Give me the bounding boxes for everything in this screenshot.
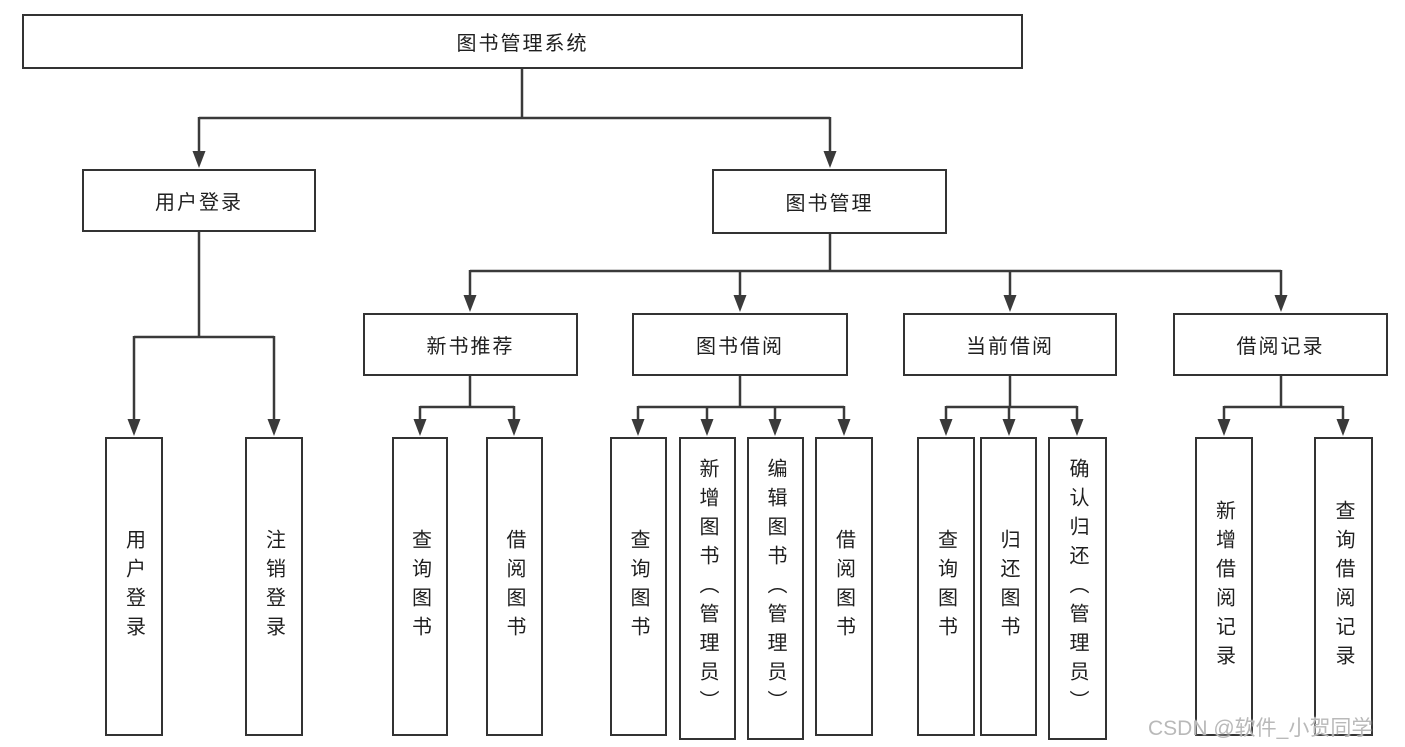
- node-borrowing-records: 借阅记录: [1173, 313, 1388, 376]
- leaf-user-login: 用户登录: [105, 437, 163, 736]
- leaf-add-books-admin: 新增图书（管理员）: [679, 437, 736, 740]
- leaf-add-borrow-record-label: 新增借阅记录: [1212, 499, 1235, 674]
- node-book-management-label: 图书管理: [785, 193, 874, 215]
- csdn-watermark: CSDN @软件_小贺同学: [1148, 717, 1373, 740]
- leaf-current-query-books-label: 查询图书: [934, 528, 957, 645]
- node-root-label: 图书管理系统: [456, 33, 589, 55]
- leaf-current-query-books: 查询图书: [917, 437, 975, 736]
- node-user-login-label: 用户登录: [155, 192, 243, 214]
- node-book-borrowing: 图书借阅: [632, 313, 848, 376]
- leaf-return-books-label: 归还图书: [997, 528, 1019, 645]
- leaf-add-books-admin-label: 新增图书（管理员）: [696, 458, 718, 719]
- leaf-borrowing-query-books: 查询图书: [610, 437, 667, 736]
- leaf-borrowing-borrow-books: 借阅图书: [815, 437, 873, 736]
- node-book-borrowing-label: 图书借阅: [696, 336, 784, 358]
- leaf-edit-books-admin: 编辑图书（管理员）: [747, 437, 804, 740]
- leaf-recommend-query-books: 查询图书: [392, 437, 448, 736]
- leaf-borrowing-query-books-label: 查询图书: [627, 528, 649, 645]
- leaf-query-borrow-record: 查询借阅记录: [1314, 437, 1373, 736]
- node-current-borrowing: 当前借阅: [903, 313, 1117, 376]
- leaf-logout: 注销登录: [245, 437, 303, 736]
- node-new-book-recommend-label: 新书推荐: [426, 336, 515, 358]
- leaf-query-borrow-record-label: 查询借阅记录: [1332, 499, 1354, 674]
- node-current-borrowing-label: 当前借阅: [966, 336, 1054, 358]
- leaf-add-borrow-record: 新增借阅记录: [1195, 437, 1253, 736]
- node-book-management: 图书管理: [712, 169, 947, 234]
- node-borrowing-records-label: 借阅记录: [1236, 336, 1325, 358]
- leaf-recommend-borrow-books-label: 借阅图书: [503, 528, 525, 645]
- node-user-login: 用户登录: [82, 169, 316, 232]
- leaf-return-books: 归还图书: [980, 437, 1037, 736]
- leaf-logout-label: 注销登录: [262, 528, 285, 645]
- leaf-borrowing-borrow-books-label: 借阅图书: [832, 528, 855, 645]
- leaf-confirm-return-admin-label: 确认归还（管理员）: [1066, 458, 1088, 719]
- leaf-recommend-query-books-label: 查询图书: [408, 528, 431, 645]
- node-new-book-recommend: 新书推荐: [363, 313, 578, 376]
- leaf-recommend-borrow-books: 借阅图书: [486, 437, 543, 736]
- leaf-confirm-return-admin: 确认归还（管理员）: [1048, 437, 1107, 740]
- leaf-user-login-label: 用户登录: [122, 528, 145, 645]
- leaf-edit-books-admin-label: 编辑图书（管理员）: [764, 458, 786, 719]
- node-root: 图书管理系统: [22, 14, 1023, 69]
